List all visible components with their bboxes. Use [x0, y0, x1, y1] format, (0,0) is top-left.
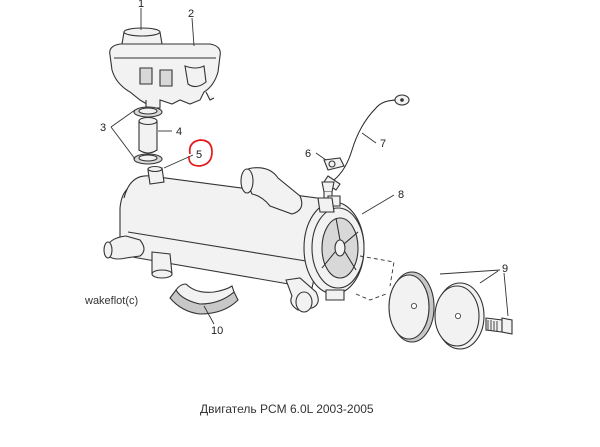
end-plate-inner — [388, 271, 435, 343]
hose-clamp-lower — [133, 153, 163, 165]
callout-10: 10 — [211, 325, 223, 337]
reservoir-cap — [121, 27, 163, 45]
mounting-saddle — [169, 283, 239, 315]
hose-clamp-upper — [133, 106, 163, 118]
end-plate-outer — [434, 282, 485, 350]
callout-8: 8 — [398, 189, 404, 201]
credit-label: wakeflot(c) — [84, 295, 138, 307]
callout-1: 1 — [138, 0, 144, 10]
callout-4: 4 — [176, 126, 182, 138]
bolt — [485, 317, 513, 335]
reservoir-tank — [109, 43, 221, 109]
callout-7: 7 — [380, 138, 386, 150]
callout-5: 5 — [196, 149, 202, 161]
hose — [138, 116, 158, 154]
highlight-circle — [188, 139, 213, 167]
assembly-guide-lines — [355, 255, 395, 301]
diagram-caption: Двигатель PCM 6.0L 2003-2005 — [200, 402, 374, 416]
leader-lines — [110, 8, 509, 325]
callout-3: 3 — [100, 122, 106, 134]
callout-6: 6 — [305, 148, 311, 160]
callout-2: 2 — [188, 8, 194, 20]
callout-9: 9 — [502, 263, 508, 275]
ground-strap — [323, 94, 410, 191]
heat-exchanger — [103, 165, 365, 313]
